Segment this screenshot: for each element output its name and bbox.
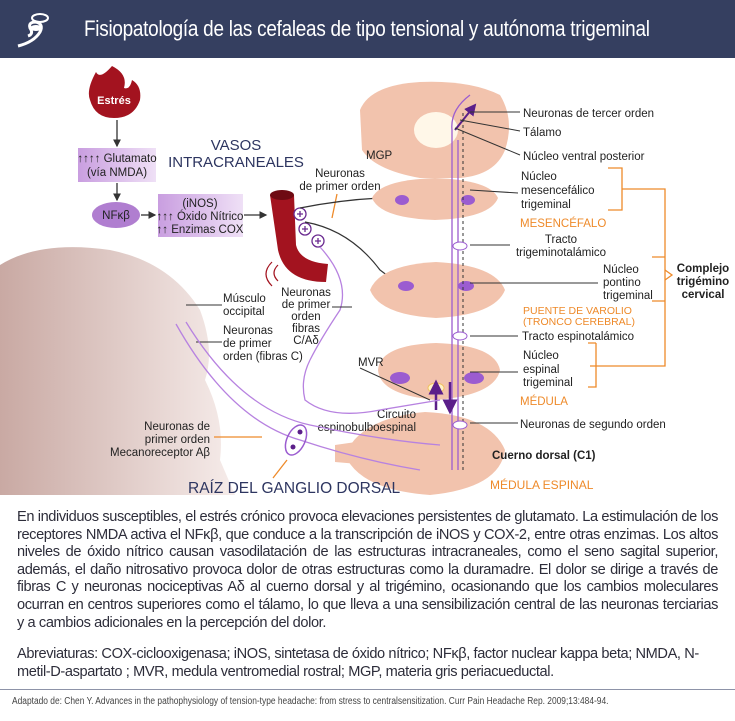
medulla-label: MÉDULA [520,395,568,408]
mechanoreceptor-label: Neuronas de [144,421,210,433]
spinal-nucleus-label: Núcleo [523,350,559,362]
vpn-label: Núcleo ventral posterior [523,151,645,163]
nfkb-node [92,202,140,228]
cox-label: ↑↑ Enzimas COX [157,224,244,236]
mesencephalic-label: Núcleo [521,171,557,183]
nfkb-label: NFκβ [102,210,130,222]
circuit-label-2: espinobulboespinal [318,422,416,434]
spinal-nucleus-label-3: trigeminal [523,377,573,389]
pathophysiology-diagram: Estrés ↑↑↑↑ Glutamato (vía NMDA) NFκβ (i… [0,66,729,497]
second-order-label: Neuronas de segundo orden [520,419,666,431]
complex-label-2: trigémino [677,276,729,288]
inos-label: (iNOS) [182,198,217,210]
brain-logo-icon [17,13,49,48]
drg-label: RAÍZ DEL GANGLIO DORSAL [188,480,401,497]
spinal-nucleus-label-2: espinal [523,364,559,376]
third-order-label: Neuronas de tercer orden [523,108,654,120]
mvr-label: MVR [358,357,384,369]
thalamus-label: Tálamo [523,127,561,139]
medulla-section [378,343,500,400]
first-order-c-label-3: orden (fibras C) [223,351,303,363]
vasos-title: VASOS [211,137,262,154]
page-title: Fisiopatología de las cefaleas de tipo t… [84,16,650,41]
mesencephalic-label-2: mesencefálico [521,185,595,197]
midbrain-section [372,178,498,220]
source-citation: Adaptado de: Chen Y. Advances in the pat… [12,696,609,708]
first-order-cad-label-3: orden [291,311,320,323]
pontine-label-3: trigeminal [603,290,653,302]
text-block: En individuos susceptibles, el estrés cr… [0,509,735,707]
mgp-label: MGP [366,150,393,162]
circuit-label: Circuito [377,409,416,421]
complex-label: Complejo [677,263,729,275]
glutamate-box [78,148,156,182]
nitric-oxide-label: ↑↑↑ Óxido Nítrico [157,210,244,223]
mechanoreceptor-label-3: Mecanoreceptor Aβ [110,447,210,459]
vasos-title-2: INTRACRANEALES [168,154,304,171]
trigeminothalamic-label: Tracto [545,234,577,246]
first-order-cad-label: Neuronas [281,287,331,299]
stress-label: Estrés [97,95,131,107]
pons-label: PUENTE DE VAROLIO [523,305,632,317]
description-paragraph: En individuos susceptibles, el estrés cr… [17,509,718,631]
stress-flame-icon [88,66,141,118]
abbreviations-paragraph: Abreviaturas: COX-ciclooxigenasa; iNOS, … [17,646,699,680]
first-order-cad-label-5: C/Aδ [293,335,319,347]
mechanoreceptor-label-2: primer orden [145,434,210,446]
first-order-cad-label-2: de primer [282,299,331,311]
occipital-label: Músculo [223,293,266,305]
divider [0,689,735,691]
occipital-label-2: occipital [223,306,265,318]
mesencephalon-label: MESENCÉFALO [520,217,606,230]
spinal-cord-section [345,412,505,495]
glutamate-sub: (vía NMDA) [87,167,147,179]
blood-vessel [270,191,328,282]
dorsal-root-ganglion [284,424,308,456]
pons-label-2: (TRONCO CEREBRAL) [523,316,635,328]
first-order-top-label: Neuronas [315,168,365,180]
inos-box [158,194,243,237]
head-silhouette [0,247,235,495]
first-order-cad-label-4: fibras [292,323,320,335]
first-order-c-label: Neuronas [223,325,273,337]
dorsal-horn-label: Cuerno dorsal (C1) [492,450,596,462]
spinothalamic-label: Tracto espinotalámico [522,331,634,343]
spinal-cord-label: MÉDULA ESPINAL [490,477,594,492]
mesencephalic-label-3: trigeminal [521,199,571,211]
first-order-c-label-2: de primer [223,338,272,350]
pontine-label-2: pontino [603,277,641,289]
trigeminothalamic-label-2: trigeminotalámico [516,247,606,259]
pontine-label: Núcleo [603,264,639,276]
first-order-top-label-2: de primer orden [299,181,380,193]
pons-section [370,262,505,318]
glutamate-label: ↑↑↑↑ Glutamato [77,153,156,165]
complex-label-3: cervical [682,289,725,301]
header-bar: Fisiopatología de las cefaleas de tipo t… [0,0,735,58]
